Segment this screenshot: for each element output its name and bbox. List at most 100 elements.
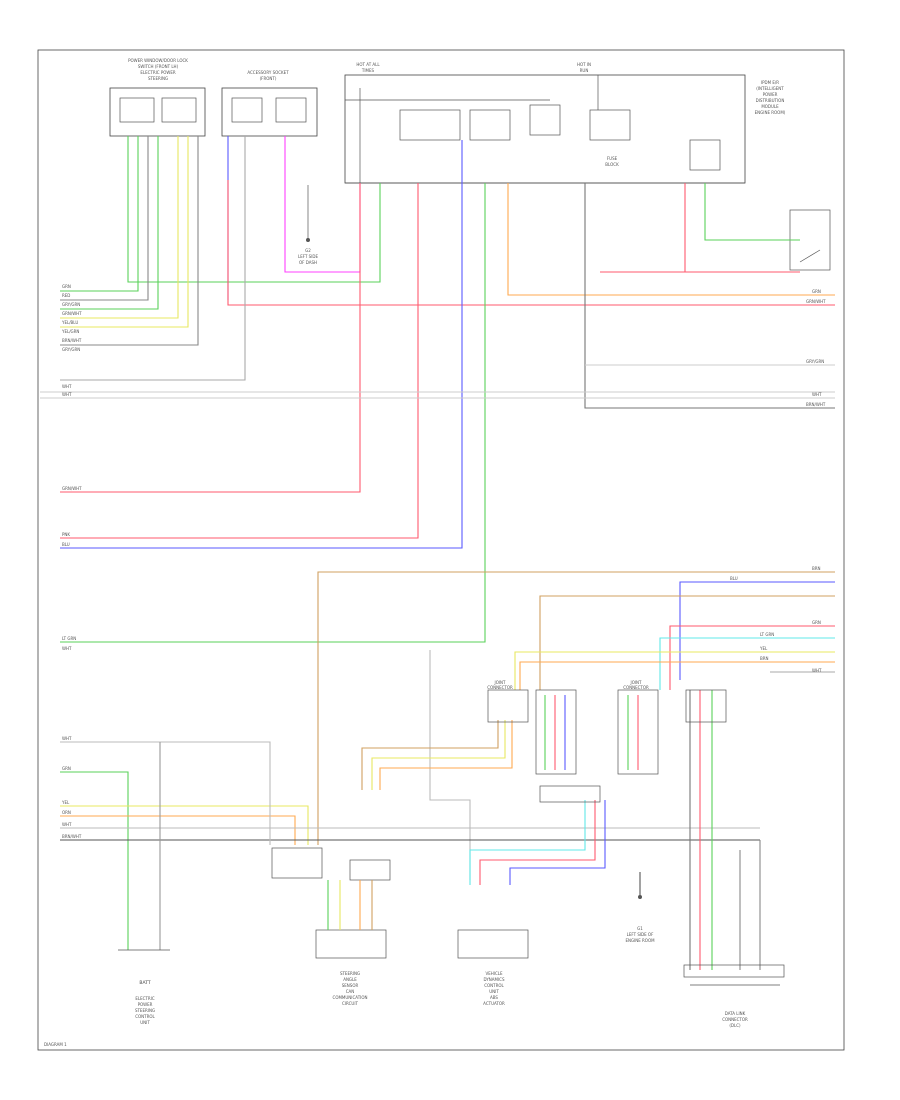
wire-red-3 xyxy=(60,183,419,539)
relay-box-label-1: IPDM E/R xyxy=(761,80,779,85)
wire-red-7 xyxy=(479,800,596,885)
diagram-label: GRN xyxy=(62,284,71,289)
wire-blue-4 xyxy=(509,800,606,885)
diagram-label: JOINT xyxy=(630,680,643,685)
diagram-label: ABS xyxy=(490,995,498,1000)
relay-box-label-2: (INTELLIGENT xyxy=(756,86,784,91)
wire-cyan-2 xyxy=(469,800,586,885)
diagram-label: WHT xyxy=(62,822,72,827)
diagram-label: TIMES xyxy=(361,68,375,73)
diagram-label: BRN/WHT xyxy=(62,834,82,839)
wire-tan-3 xyxy=(361,720,499,790)
diagram-label: CIRCUIT xyxy=(342,1001,358,1006)
diagram-label: WHT xyxy=(62,392,72,397)
diagram-label: GRN xyxy=(812,289,821,294)
wires xyxy=(40,136,835,970)
wire-red-2 xyxy=(60,183,361,493)
diagram-label: PNK xyxy=(62,532,70,537)
wire-green-5 xyxy=(704,183,800,241)
fuse-label-2: BLOCK xyxy=(605,162,619,167)
diagram-label: CONTROL xyxy=(135,1014,155,1019)
diagram-label: LT GRN xyxy=(760,632,774,637)
diagram-label: GRN/WHT xyxy=(806,299,826,304)
diagram-label: DYNAMICS xyxy=(484,977,505,982)
wire-gray-9 xyxy=(429,650,471,880)
diagram-label: ORN xyxy=(62,810,71,815)
wire-yellow-3 xyxy=(514,651,835,690)
diagram-label: HOT AT ALL xyxy=(356,62,380,67)
wire-labels-left: GRN RED GRY/GRN GRN/WHT YEL/BLU YEL/GRN … xyxy=(61,284,82,839)
wire-yellow-5 xyxy=(60,805,309,845)
diagram-label: DATA LINK xyxy=(725,1011,746,1016)
wire-orange-2 xyxy=(519,661,835,690)
upper-left-module: POWER WINDOW/DOOR LOCK SWITCH (FRONT LH)… xyxy=(109,58,206,137)
diagram-label: BRN xyxy=(812,566,821,571)
diagram-label: G2 xyxy=(305,248,311,253)
diagram-label: COMMUNICATION xyxy=(333,995,368,1000)
diagram-label: CONTROL xyxy=(484,983,504,988)
wire-green-1 xyxy=(127,136,381,283)
hot-in-run-label: HOT IN RUN xyxy=(577,62,591,73)
page-frame xyxy=(37,49,845,1051)
wire-orange-4 xyxy=(60,815,296,845)
diagram-label: G1 xyxy=(637,926,643,931)
wire-red-6 xyxy=(669,625,835,690)
wire-blue-3 xyxy=(679,581,835,680)
diagram-label: UNIT xyxy=(489,989,499,994)
diagram-label: CONNECTOR xyxy=(722,1017,748,1022)
diagram-label: (DLC) xyxy=(729,1023,741,1028)
bottom-component-1: BATT ELECTRIC POWER STEERING CONTROL UNI… xyxy=(118,949,170,1025)
diagram-label: RUN xyxy=(580,68,589,73)
wire-tan-1 xyxy=(317,571,835,845)
wire-red-4 xyxy=(684,183,800,273)
upper-left-module-label-1: POWER WINDOW/DOOR LOCK xyxy=(128,58,188,63)
wire-green-2 xyxy=(60,136,139,292)
diagram-label: WHT xyxy=(62,384,72,389)
wire-gray-3 xyxy=(60,136,246,381)
relay-box-label-4: DISTRIBUTION xyxy=(756,98,785,103)
diagram-label: CONNECTOR xyxy=(623,685,649,690)
relay-box-label-6: ENGINE ROOM) xyxy=(755,110,786,115)
diagram-label: LEFT SIDE xyxy=(298,254,319,259)
diagram-label: STEERING xyxy=(135,1008,155,1013)
page-code: DIAGRAM 1 xyxy=(44,1042,67,1047)
diagram-label: ACTUATOR xyxy=(483,1001,505,1006)
accessory-socket-label-2: (FRONT) xyxy=(260,76,277,81)
joint-connector-3 xyxy=(271,785,601,881)
wire-green-3 xyxy=(60,136,159,310)
diagram-label: RED xyxy=(62,293,70,298)
diagram-label: LT GRN xyxy=(62,636,76,641)
diagram-label: LEFT SIDE OF xyxy=(627,932,654,937)
wire-green-4 xyxy=(60,183,486,643)
wire-orange-1 xyxy=(507,183,835,296)
diagram-label: STEERING xyxy=(340,971,360,976)
relay-box-label-5: MODULE xyxy=(761,104,779,109)
diagram-label: GRY/GRN xyxy=(62,302,80,307)
diagram-label: ELECTRIC xyxy=(135,996,154,1001)
accessory-socket: ACCESSORY SOCKET (FRONT) xyxy=(221,70,318,137)
diagram-label: YEL xyxy=(759,646,768,651)
wire-yellow-4 xyxy=(371,720,506,790)
diagram-label: POWER xyxy=(138,1002,153,1007)
diagram-label: YEL/GRN xyxy=(61,329,79,334)
diagram-label: GRN xyxy=(62,766,71,771)
fuse-relay-box: IPDM E/R (INTELLIGENT POWER DISTRIBUTION… xyxy=(344,74,786,185)
wire-yellow-2 xyxy=(60,136,189,328)
diagram-label: CONNECTOR xyxy=(487,685,513,690)
diagram-label: ENGINE ROOM xyxy=(625,938,655,943)
diagram-label: BRN/WHT xyxy=(62,338,82,343)
wire-gray-4 xyxy=(584,183,835,409)
diagram-label: GRN/WHT xyxy=(62,311,82,316)
upper-left-module-label-2: SWITCH (FRONT LH) xyxy=(138,64,179,69)
wire-magenta-1 xyxy=(284,136,361,273)
wire-blue-2 xyxy=(60,140,463,549)
wire-gray-1 xyxy=(60,136,149,301)
diagram-label: YEL/BLU xyxy=(61,320,78,325)
diagram-label: WHT xyxy=(62,646,72,651)
diagram-label: GRN/WHT xyxy=(62,486,82,491)
diagram-label: SENSOR xyxy=(342,983,359,988)
wire-gray-2 xyxy=(60,136,199,346)
diagram-label: GRY/GRN xyxy=(62,347,80,352)
fuse-label-1: FUSE xyxy=(607,156,618,161)
diagram-label: UNIT xyxy=(140,1020,150,1025)
